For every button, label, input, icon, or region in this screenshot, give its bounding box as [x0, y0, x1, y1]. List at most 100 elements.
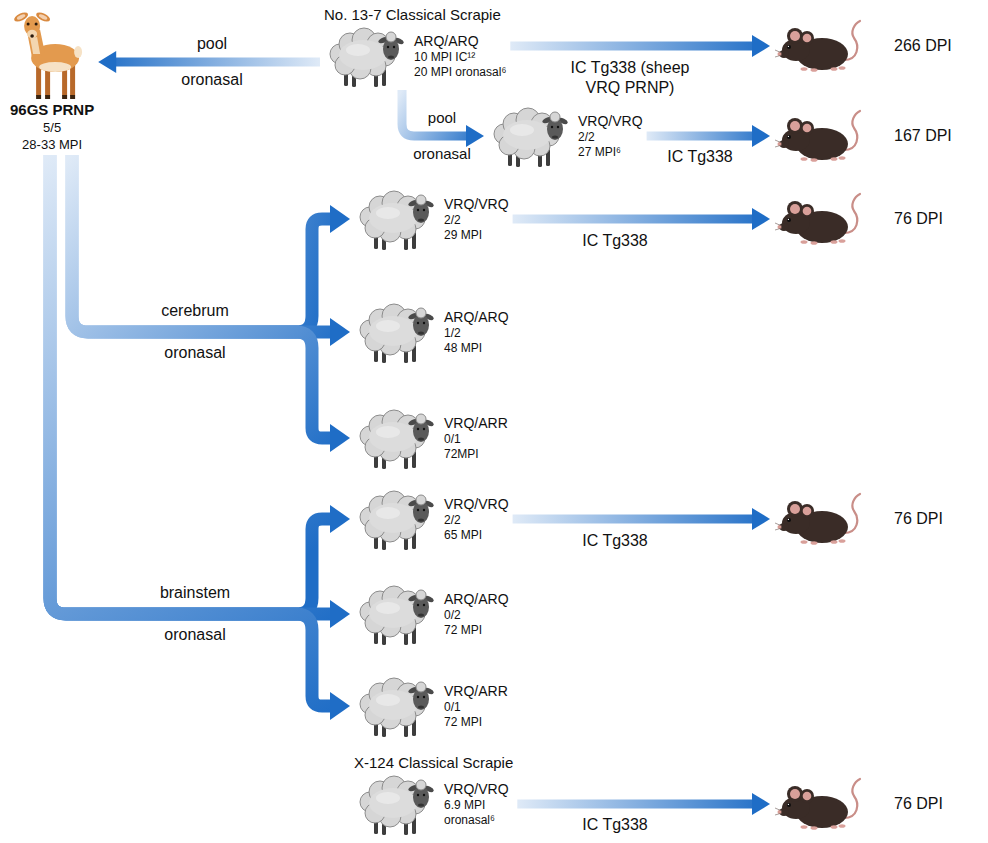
- node-row: 167 DPI: [774, 106, 952, 166]
- heading: No. 13-7 Classical Scrapie: [324, 6, 506, 24]
- arrow-head: [752, 125, 770, 147]
- node-row: VRQ/ARR0/172MPI: [354, 406, 508, 470]
- mouse-figure: [775, 111, 860, 162]
- sheep-figure: [494, 108, 569, 167]
- text-column: VRQ/VRQ2/227 MPI⁶: [578, 113, 643, 160]
- detail-label: 27 MPI⁶: [578, 145, 621, 160]
- detail-label: 29 MPI: [444, 228, 482, 243]
- genotype-label: ARQ/ARQ: [414, 33, 479, 50]
- sheep-node: VRQ/VRQ2/227 MPI⁶: [484, 102, 647, 170]
- arrow-head: [330, 424, 350, 452]
- node-row: 76 DPI: [774, 189, 943, 249]
- sheep-figure-slot: [354, 582, 444, 646]
- transfer-arrow: [513, 208, 770, 230]
- result-label: 5/5: [43, 119, 61, 136]
- text-column: ARQ/ARQ10 MPI IC¹²20 MPI oronasal⁶: [414, 33, 506, 80]
- transfer-arrow: [98, 51, 320, 73]
- mouse-figure-slot: [774, 189, 894, 249]
- genotype-label: VRQ/VRQ: [444, 781, 509, 798]
- deer-figure-slot: [12, 6, 92, 101]
- arrow-shaft: [517, 800, 754, 809]
- mouse-figure-slot: [774, 16, 894, 76]
- route-label: IC Tg338: [582, 231, 648, 251]
- deer-figure: [13, 11, 82, 99]
- arrow-shaft: [72, 155, 332, 438]
- route-label: cerebrum oronasal: [161, 290, 229, 374]
- transfer-arrow: [50, 155, 350, 628]
- sheep-figure-slot: [354, 300, 444, 364]
- mouse-node: 266 DPI: [770, 14, 956, 78]
- detail-label: 48 MPI: [444, 341, 482, 356]
- sheep-node: VRQ/ARR0/172 MPI: [350, 672, 512, 740]
- transfer-arrow: [72, 155, 350, 452]
- sheep-node: VRQ/VRQ2/229 MPI: [350, 185, 513, 253]
- arrow-head: [752, 35, 770, 57]
- transfer-arrow: [510, 35, 770, 57]
- sheep-figure-slot: [488, 104, 578, 168]
- detail-label: 2/2: [444, 213, 461, 228]
- arrow-head: [330, 600, 350, 628]
- node-row: VRQ/VRQ6.9 MPIoronasal⁶: [354, 772, 513, 836]
- detail-label: 0/1: [444, 700, 461, 715]
- arrow-head: [752, 208, 770, 230]
- sheep-figure-slot: [354, 187, 444, 251]
- arrow-shaft: [513, 215, 754, 224]
- detail-label: 6.9 MPI: [444, 798, 485, 813]
- arrow-shaft: [50, 155, 332, 614]
- dpi-label: 266 DPI: [894, 36, 952, 56]
- sheep-figure: [360, 304, 435, 363]
- detail-label: 1/2: [444, 326, 461, 341]
- text-column: VRQ/ARR0/172 MPI: [444, 683, 508, 730]
- transfer-arrow: [50, 155, 350, 614]
- genotype-label: VRQ/VRQ: [444, 196, 509, 213]
- detail-label: 0/1: [444, 432, 461, 447]
- sheep-figure: [360, 678, 435, 737]
- sheep-figure: [330, 28, 405, 87]
- route-label: pool oronasal: [413, 100, 471, 172]
- genotype-label: VRQ/ARR: [444, 415, 508, 432]
- node-row: 76 DPI: [774, 489, 943, 549]
- node-row: VRQ/VRQ2/227 MPI⁶: [488, 104, 643, 168]
- mouse-node: 76 DPI: [770, 487, 947, 551]
- genotype-label: VRQ/VRQ: [444, 496, 509, 513]
- detail-label: 2/2: [578, 130, 595, 145]
- node-row: VRQ/VRQ2/229 MPI: [354, 187, 509, 251]
- text-column: 76 DPI: [894, 209, 943, 229]
- text-column: 76 DPI: [894, 509, 943, 529]
- text-column: 76 DPI: [894, 794, 943, 814]
- text-column: 167 DPI: [894, 126, 952, 146]
- detail-label: oronasal⁶: [444, 813, 495, 828]
- deer-node: 96GS PRNP5/528-33 MPI: [6, 4, 98, 155]
- sheep-figure: [360, 491, 435, 550]
- mouse-node: 167 DPI: [770, 104, 956, 168]
- route-label: IC Tg338: [582, 815, 648, 835]
- detail-label: 10 MPI IC¹²: [414, 50, 475, 65]
- sheep-node: VRQ/VRQ2/265 MPI: [350, 485, 513, 553]
- detail-label: 72MPI: [444, 447, 479, 462]
- transfer-arrow: [517, 793, 770, 815]
- arrow-shaft: [647, 132, 754, 141]
- sheep-node: X-124 Classical ScrapieVRQ/VRQ6.9 MPIoro…: [350, 752, 517, 838]
- mouse-figure: [775, 494, 860, 545]
- sheep-figure-slot: [354, 674, 444, 738]
- mouse-figure: [775, 779, 860, 830]
- mouse-figure-slot: [774, 106, 894, 166]
- arrow-head: [466, 125, 484, 147]
- arrow-head: [752, 508, 770, 530]
- sheep-figure: [360, 586, 435, 645]
- detail-label: 0/2: [444, 608, 461, 623]
- sheep-figure: [360, 776, 435, 835]
- mouse-node: 76 DPI: [770, 187, 947, 251]
- node-row: VRQ/VRQ2/265 MPI: [354, 487, 509, 551]
- route-label: brainstem oronasal: [160, 572, 230, 656]
- mouse-figure-slot: [774, 774, 894, 834]
- gene-label: 96GS PRNP: [10, 101, 94, 119]
- sheep-figure-slot: [324, 24, 414, 88]
- mouse-figure-slot: [774, 489, 894, 549]
- text-column: 266 DPI: [894, 36, 952, 56]
- arrow-head: [330, 205, 350, 233]
- arrow-head: [752, 793, 770, 815]
- sheep-node: ARQ/ARQ1/248 MPI: [350, 298, 513, 366]
- sheep-node: ARQ/ARQ0/272 MPI: [350, 580, 513, 648]
